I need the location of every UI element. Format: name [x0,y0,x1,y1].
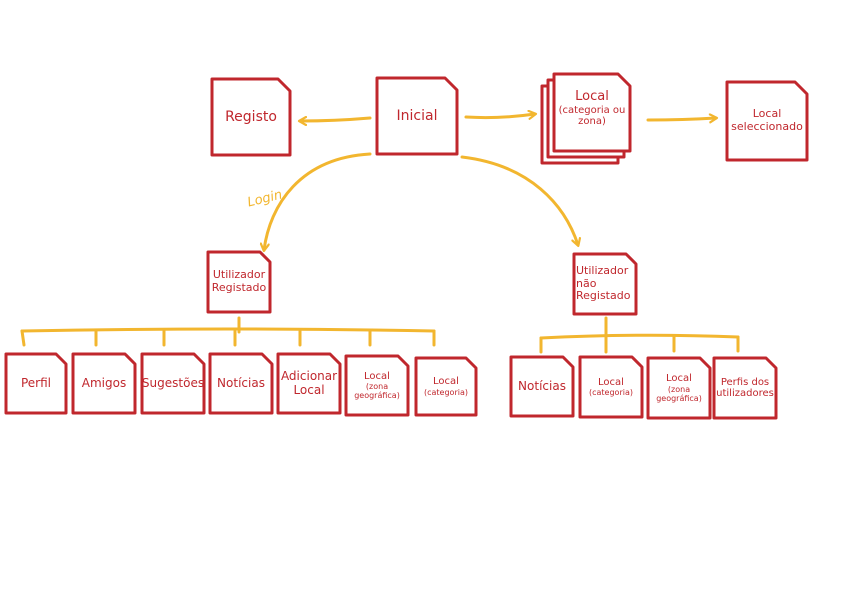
arrow-inicial-to-local [464,114,535,118]
unregistered-bracket [539,316,740,354]
node-noticias-registado-label: Notícias [217,375,265,390]
node-noticias-nao-registado-label: Notícias [518,378,566,393]
node-inicial[interactable]: Inicial [375,76,459,156]
node-local-sublabel: (categoria ou zona) [558,104,626,128]
node-utilizador-registado[interactable]: Utilizador Registado [206,250,272,314]
node-adicionar-local-label: Adicionar Local [280,368,338,397]
node-sugestoes[interactable]: Sugestões [140,352,206,415]
node-perfis-utilizadores[interactable]: Perfis dos utilizadores [712,356,778,420]
node-amigos-label: Amigos [81,375,127,390]
node-local-seleccionado-label: Local seleccionado [731,107,803,133]
node-registo-label: Registo [225,108,277,125]
node-adicionar-local[interactable]: Adicionar Local [276,352,342,415]
node-utilizador-nao-registado[interactable]: Utilizador não Registado [572,252,638,316]
node-sugestoes-label: Sugestões [141,375,205,390]
node-local-categoria-nao-registado-sublabel: (categoria) [589,388,633,398]
node-local-categoria-nao-registado-label: Local [598,376,624,388]
arrow-login-to-registered [264,152,372,250]
registered-bracket [20,316,436,347]
node-local-label: Local [575,89,609,105]
node-local-zona-registado-sublabel: (zona geográfica) [354,382,400,401]
node-local-zona-registado-label: Local [364,370,390,382]
node-local-zona-registado[interactable]: Local (zona geográfica) [344,354,410,417]
arrow-to-unregistered [460,155,578,245]
node-local-zona-nao-registado[interactable]: Local (zona geográfica) [646,356,712,420]
node-inicial-label: Inicial [396,107,438,124]
node-local-stack[interactable]: Local (categoria ou zona) [540,70,636,166]
node-local-seleccionado[interactable]: Local seleccionado [725,80,809,162]
arrow-inicial-to-registo [300,118,372,121]
node-perfil[interactable]: Perfil [4,352,68,415]
node-utilizador-registado-label: Utilizador Registado [211,268,267,294]
node-local-categoria-registado-sublabel: (categoria) [424,387,468,397]
node-local-categoria-registado[interactable]: Local (categoria) [414,356,478,417]
node-local-categoria-registado-label: Local [433,376,459,388]
node-noticias-registado[interactable]: Notícias [208,352,274,415]
node-perfil-label: Perfil [20,375,52,390]
node-local-categoria-nao-registado[interactable]: Local (categoria) [578,355,644,419]
arrow-local-to-selected [646,118,716,120]
node-local-zona-nao-registado-sublabel: (zona geográfica) [656,384,702,403]
node-amigos[interactable]: Amigos [71,352,137,415]
node-registo[interactable]: Registo [210,77,292,157]
node-perfis-utilizadores-label: Perfis dos utilizadores [716,376,774,400]
node-local-zona-nao-registado-label: Local [666,373,692,385]
node-utilizador-nao-registado-label: Utilizador não Registado [576,264,631,303]
node-noticias-nao-registado[interactable]: Notícias [509,355,575,418]
